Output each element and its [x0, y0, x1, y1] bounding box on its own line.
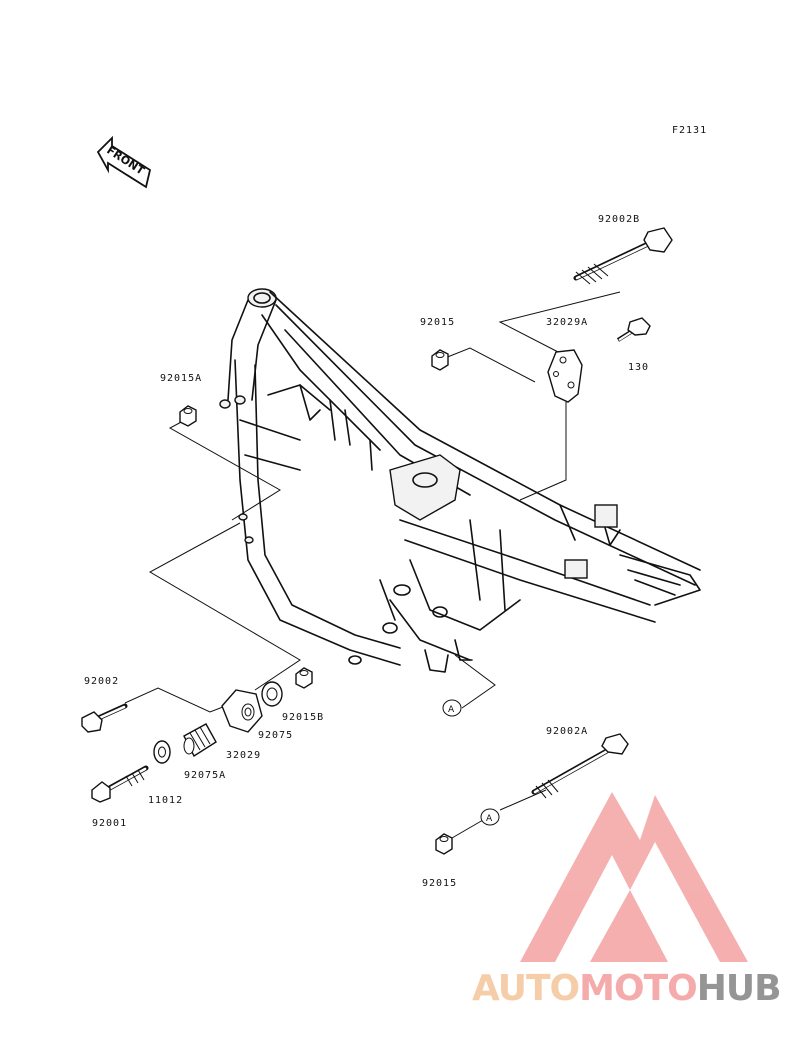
- part-label-92001: 92001: [92, 818, 127, 829]
- watermark-logo-mark-icon: [520, 792, 748, 962]
- leader-lines: [124, 291, 621, 839]
- part-label-92002: 92002: [84, 676, 119, 687]
- mount-32029-icon: [221, 689, 263, 733]
- watermark-logo: AUTOMOTOHUB: [472, 792, 782, 1009]
- callout-a-lower: A: [480, 808, 500, 826]
- bushing-92075a-icon: [183, 723, 217, 758]
- part-label-92015-bottom: 92015: [422, 878, 457, 889]
- part-label-92015b: 92015B: [282, 712, 324, 723]
- bolt-92002b-icon: [573, 227, 673, 285]
- part-label-92075: 92075: [258, 730, 293, 741]
- part-label-92015-top: 92015: [420, 317, 455, 328]
- part-label-11012: 11012: [148, 795, 183, 806]
- bolt-130-icon: [616, 317, 651, 342]
- part-label-32029a: 32029A: [546, 317, 588, 328]
- part-label-92075a: 92075A: [184, 770, 226, 781]
- motorcycle-frame: [219, 288, 701, 673]
- washer-11012-icon: [153, 740, 171, 764]
- watermark-text: AUTOMOTOHUB: [472, 968, 781, 1009]
- bracket-32029a-icon: [547, 349, 583, 403]
- callout-a-upper: A: [442, 699, 462, 717]
- watermark-text-hub: HUB: [697, 968, 781, 1009]
- figure-code: F2131: [672, 125, 707, 136]
- watermark-text-auto: AUTO: [472, 968, 579, 1009]
- nut-92015b-icon: [295, 667, 313, 689]
- part-label-92002a: 92002A: [546, 726, 588, 737]
- bolt-92002-icon: [81, 703, 128, 733]
- nut-92015-bottom-icon: [435, 833, 453, 855]
- bolt-92001-icon: [91, 765, 149, 803]
- part-label-130: 130: [628, 362, 649, 373]
- watermark-text-moto: MOTO: [579, 968, 697, 1009]
- part-label-92002b: 92002B: [598, 214, 640, 225]
- bolt-92002a-icon: [531, 733, 629, 799]
- rubber-92075-icon: [261, 681, 283, 707]
- nut-92015-top-icon: [431, 349, 449, 371]
- front-arrow-icon: FRONT: [96, 135, 152, 189]
- nut-92015a-icon: [179, 405, 197, 427]
- callout-a-upper-label: A: [448, 705, 455, 715]
- part-label-32029: 32029: [226, 750, 261, 761]
- callout-a-lower-label: A: [486, 814, 493, 824]
- part-label-92015a: 92015A: [160, 373, 202, 384]
